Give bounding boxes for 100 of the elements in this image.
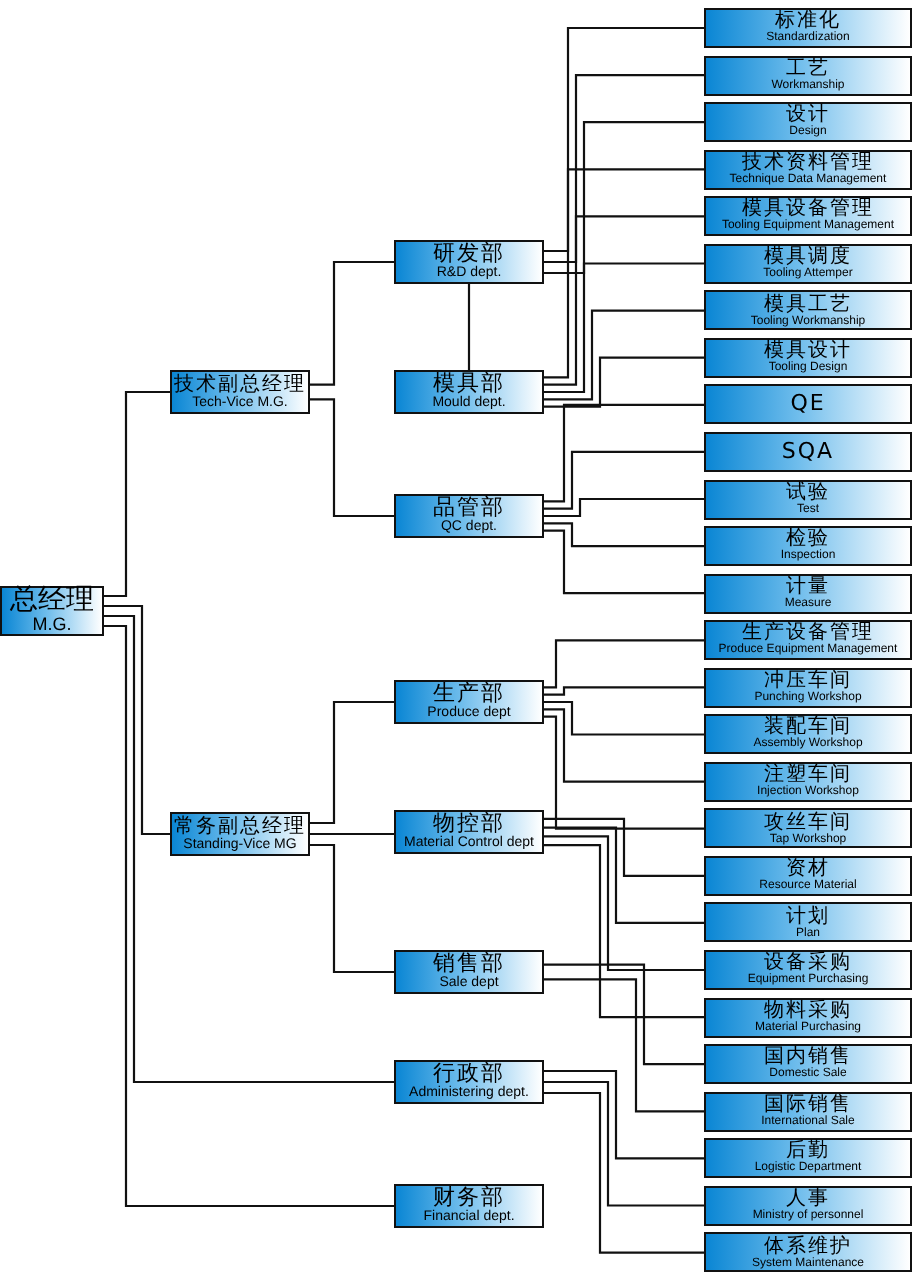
org-box: [704, 761, 912, 802]
box-title: 财务部: [433, 1186, 505, 1211]
org-box: [704, 8, 912, 48]
box-title: 攻丝车间: [764, 811, 852, 834]
org-box: [704, 431, 912, 472]
org-box: [394, 1060, 544, 1104]
box-title: 检验: [786, 528, 830, 551]
org-box: [0, 586, 104, 636]
box-title: 装配车间: [764, 716, 852, 739]
connector-line: [544, 639, 704, 689]
connector-line: [104, 390, 170, 598]
box-title: 销售部: [433, 952, 505, 977]
connector-line: [544, 497, 704, 518]
connector-line: [544, 403, 704, 503]
connector-line: [544, 835, 704, 972]
connector-line: [310, 398, 394, 518]
connector-line: [544, 121, 704, 275]
org-box: [704, 1185, 912, 1226]
connector-line: [104, 614, 394, 1084]
connector-line: [310, 843, 394, 974]
box-title: 生产设备管理: [742, 622, 874, 645]
org-box: [704, 997, 912, 1038]
box-title: 计量: [786, 575, 830, 598]
org-box: [704, 620, 912, 661]
connector-line: [544, 826, 704, 924]
box-title: 设备采购: [764, 952, 852, 975]
connector-line: [104, 624, 394, 1208]
connector-line: [310, 260, 394, 386]
box-title: QE: [790, 392, 826, 417]
org-box: [704, 573, 912, 614]
org-box: [394, 950, 544, 994]
box-title: 工艺: [786, 57, 830, 80]
box-title: 标准化: [775, 10, 841, 33]
org-box: [704, 149, 912, 190]
box-title: 人事: [786, 1187, 830, 1210]
box-title: 行政部: [433, 1062, 505, 1087]
box-subtitle: M.G.: [32, 616, 72, 637]
connector-line: [544, 450, 704, 510]
org-box: [704, 1138, 912, 1179]
connector-line: [104, 604, 170, 836]
connector-line: [544, 963, 704, 1066]
connector-line: [544, 74, 704, 264]
box-title: 体系维护: [764, 1235, 852, 1257]
box-title: 模具部: [433, 372, 505, 397]
org-box: [704, 714, 912, 755]
connector-line: [544, 26, 704, 253]
org-box: [394, 240, 544, 284]
org-box: [704, 479, 912, 519]
connector-line: [544, 168, 704, 379]
org-box: [704, 808, 912, 849]
org-box: [394, 810, 544, 854]
box-title: 后勤: [786, 1140, 830, 1163]
connector-line: [544, 708, 704, 783]
box-title: 计划: [786, 905, 830, 928]
box-title: 技术副总经理: [174, 373, 306, 396]
connector-line: [310, 832, 394, 836]
connector-line: [544, 686, 704, 696]
org-box: [704, 102, 912, 143]
box-title: 模具设计: [764, 340, 852, 363]
connector-line: [544, 522, 704, 548]
org-box: [704, 667, 912, 708]
org-box: [704, 855, 912, 896]
box-title: 模具工艺: [764, 293, 852, 315]
box-title: 设计: [786, 104, 830, 127]
box-title: 资材: [786, 858, 830, 881]
box-title: 研发部: [433, 242, 505, 267]
org-box: [704, 55, 912, 96]
org-box: [704, 196, 912, 237]
org-box: [704, 337, 912, 378]
org-box: [170, 812, 310, 856]
box-title: 模具设备管理: [742, 198, 874, 221]
org-box: [704, 384, 912, 425]
connector-line: [544, 978, 704, 1113]
box-title: 冲压车间: [764, 669, 852, 692]
connector-line: [544, 1069, 704, 1160]
connector-line: [544, 309, 704, 401]
connector-line: [544, 700, 704, 736]
box-title: 物控部: [433, 812, 505, 837]
connector-line: [544, 817, 704, 877]
box-title: 试验: [786, 481, 830, 504]
connector-line: [467, 284, 471, 370]
box-title: 注塑车间: [764, 764, 852, 786]
box-title: 品管部: [433, 496, 505, 521]
connector-line: [310, 700, 394, 825]
org-box: [704, 1044, 912, 1085]
org-box: [704, 243, 912, 284]
box-title: 模具调度: [764, 245, 852, 268]
box-title: 物料采购: [764, 999, 852, 1022]
box-title: 国内销售: [764, 1046, 852, 1069]
connector-line: [544, 356, 704, 408]
connector-line: [544, 262, 704, 394]
org-box: [394, 680, 544, 724]
connector-line: [544, 529, 704, 595]
box-title: SQA: [781, 439, 835, 464]
org-box: [394, 494, 544, 538]
org-box: [704, 1091, 912, 1132]
box-title: 生产部: [433, 682, 505, 707]
connector-line: [544, 1080, 704, 1207]
org-box: [170, 370, 310, 414]
org-box: [704, 950, 912, 990]
